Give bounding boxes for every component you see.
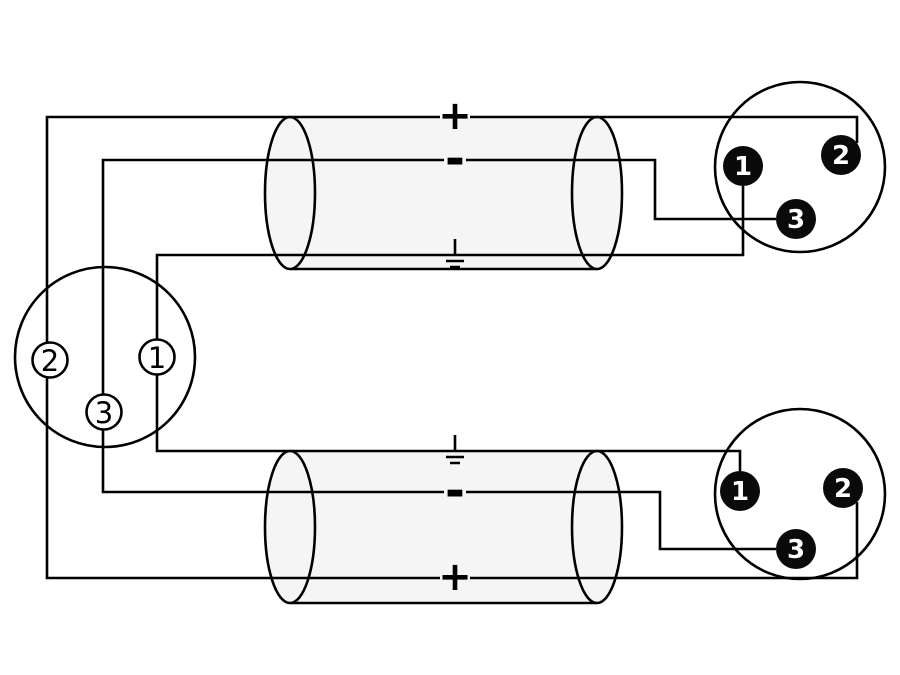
pin-1-circle bbox=[138, 338, 176, 376]
pin-1-circle bbox=[723, 146, 763, 186]
connector-left-female: 2 1 3 bbox=[31, 338, 176, 431]
cable-shield-top bbox=[263, 115, 624, 271]
cable-end-right bbox=[570, 449, 624, 605]
wire-ground-bottom bbox=[155, 374, 742, 471]
wire-plus-bottom bbox=[45, 377, 859, 580]
pin-2: 2 bbox=[821, 135, 861, 175]
pin-1-circle bbox=[720, 471, 760, 511]
pin-3: 3 bbox=[85, 393, 123, 431]
pin-3-label: 3 bbox=[787, 535, 805, 565]
wire-minus-top bbox=[101, 158, 776, 394]
ground-icon bbox=[446, 239, 464, 269]
pin-3: 3 bbox=[776, 199, 816, 239]
pin-2-circle bbox=[31, 341, 69, 379]
pin-3-circle bbox=[776, 199, 816, 239]
connector-left-shell bbox=[13, 265, 197, 449]
plus-label-top: + bbox=[438, 93, 472, 139]
pin-1-label: 1 bbox=[731, 477, 749, 507]
connector-bottom-right-male: 1 2 3 bbox=[720, 468, 863, 569]
pin-3-label: 3 bbox=[787, 205, 805, 235]
pin-3-label: 3 bbox=[95, 396, 113, 430]
pin-1-label: 1 bbox=[734, 152, 752, 182]
pin-2-label: 2 bbox=[41, 344, 59, 378]
plus-label-bottom: + bbox=[438, 554, 472, 600]
ground-icon bbox=[446, 435, 464, 465]
pin-3: 3 bbox=[776, 529, 816, 569]
pin-1: 1 bbox=[138, 338, 176, 376]
minus-label-bottom: - bbox=[445, 463, 465, 519]
pin-1: 1 bbox=[723, 146, 763, 186]
wire-ground-top bbox=[155, 186, 745, 340]
pin-3-circle bbox=[776, 529, 816, 569]
pin-3-circle bbox=[85, 393, 123, 431]
pin-1: 1 bbox=[720, 471, 760, 511]
minus-label-top: - bbox=[445, 131, 465, 187]
pin-2-circle bbox=[821, 135, 861, 175]
cable-end-left bbox=[263, 449, 317, 605]
pin-2: 2 bbox=[31, 341, 69, 379]
pin-1-label: 1 bbox=[148, 341, 166, 375]
cable-end-left bbox=[263, 115, 317, 271]
pin-2: 2 bbox=[823, 468, 863, 508]
connector-top-right-male: 1 2 3 bbox=[723, 135, 861, 239]
pin-2-label: 2 bbox=[832, 141, 850, 171]
cable-end-right bbox=[570, 115, 624, 271]
wire-plus-top bbox=[45, 115, 859, 343]
cable-body bbox=[290, 117, 597, 269]
pin-2-label: 2 bbox=[834, 474, 852, 504]
wire-minus-bottom bbox=[101, 430, 776, 551]
pin-2-circle bbox=[823, 468, 863, 508]
connector-top-right-shell bbox=[713, 80, 887, 254]
